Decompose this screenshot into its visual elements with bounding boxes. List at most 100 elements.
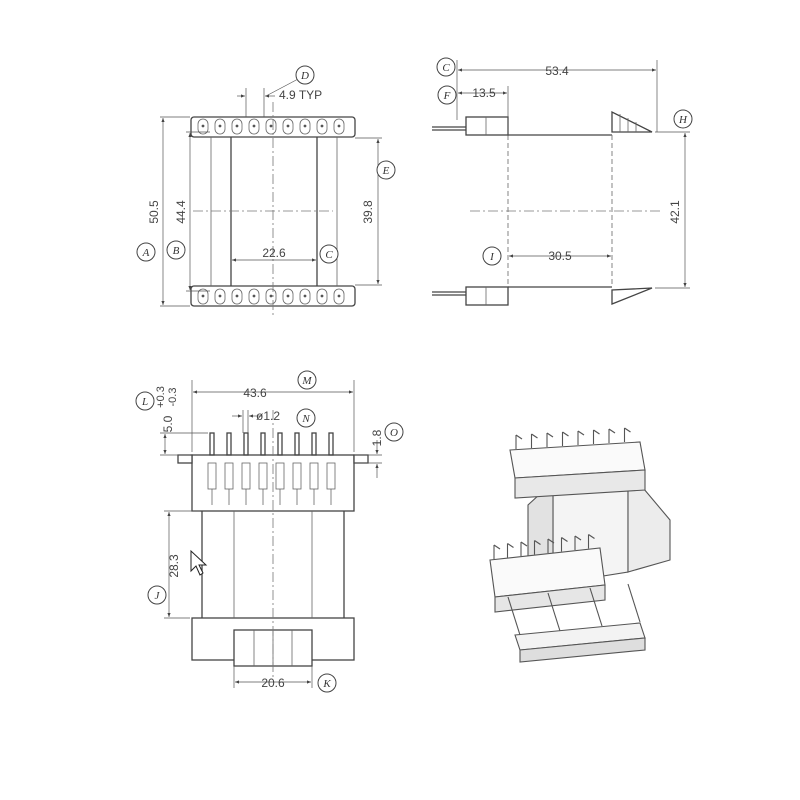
pin — [311, 432, 317, 456]
iso-pin-tip — [593, 429, 600, 435]
dim-pin-offset: 13.5 — [472, 86, 496, 100]
svg-text:O: O — [390, 427, 398, 439]
iso-pin-tip — [531, 433, 538, 439]
pin-hole — [201, 124, 205, 128]
pin-hole — [337, 294, 341, 298]
dim-pin-standoff: 1.8 — [370, 429, 384, 446]
svg-text:N: N — [301, 413, 310, 425]
isometric-pins-bottom — [493, 534, 595, 559]
pin — [209, 432, 215, 456]
iso-pin-tip — [547, 538, 555, 544]
dim-pin-pitch-note: TYP — [299, 88, 322, 102]
top-view: 50.5 44.4 22.6 39.8 4.9 TYP — [147, 77, 382, 318]
pin — [243, 432, 249, 456]
dim-body-height: 28.3 — [167, 554, 181, 578]
iso-pin-tip — [562, 431, 569, 437]
dim-core-length: 30.5 — [548, 249, 572, 263]
dim-pin-diameter: ø1.2 — [256, 409, 280, 423]
callout-n: N — [296, 408, 316, 428]
callout-h: H — [673, 109, 693, 129]
pin-slot — [316, 118, 328, 135]
front-view-pins — [207, 432, 336, 505]
pin-hole — [320, 294, 324, 298]
pin-hole — [320, 124, 324, 128]
top-view-pin-slots-top — [197, 118, 345, 135]
iso-pin-tip — [561, 537, 568, 542]
pin-hole — [252, 124, 256, 128]
pin-hole — [286, 124, 290, 128]
dim-window-height: 39.8 — [361, 200, 375, 224]
dim-base-height: 5.0 — [161, 415, 175, 432]
svg-text:D: D — [300, 70, 309, 82]
iso-pin-tip — [588, 534, 595, 539]
callout-e: E — [376, 160, 396, 180]
dim-pin-pitch: 4.9 — [279, 88, 296, 102]
callout-c-top-view: C — [319, 244, 339, 264]
callout-f: F — [437, 85, 457, 105]
isometric-view — [489, 427, 671, 663]
callout-a: A — [136, 242, 156, 262]
iso-pin-tip — [507, 543, 514, 548]
dim-overall-height: 50.5 — [147, 200, 161, 224]
pin-slot — [299, 288, 311, 305]
callout-i: I — [482, 246, 502, 266]
pin-slot — [265, 118, 277, 135]
pin-slot — [197, 288, 209, 305]
pin-hole — [218, 124, 222, 128]
pin-hole — [286, 294, 290, 298]
pin-hole — [269, 294, 273, 298]
pin-slot — [231, 288, 243, 305]
iso-pin-tip — [493, 544, 501, 550]
svg-text:K: K — [322, 678, 331, 690]
dim-base-height-tol-plus: +0.3 — [155, 386, 167, 408]
pin-hole — [235, 124, 239, 128]
front-view: 43.6 ø1.2 5.0 +0.3 -0.3 1.8 28.3 20.6 — [155, 380, 384, 690]
dim-core-width: 22.6 — [262, 246, 286, 260]
svg-text:E: E — [382, 165, 390, 177]
pin-slot — [333, 288, 345, 305]
dim-base-width: 43.6 — [243, 386, 267, 400]
pin-slot — [282, 118, 294, 135]
svg-text:H: H — [678, 114, 688, 126]
svg-text:M: M — [301, 375, 312, 387]
dim-base-height-tol-minus: -0.3 — [167, 388, 179, 407]
dim-flange-span: 44.4 — [174, 200, 188, 224]
pin-slot — [248, 288, 260, 305]
pin-hole — [337, 124, 341, 128]
iso-pin-tip — [608, 428, 616, 434]
callout-j: J — [147, 585, 167, 605]
iso-pin-tip — [515, 434, 523, 440]
dim-slot-width: 20.6 — [261, 676, 285, 690]
svg-text:A: A — [142, 247, 150, 259]
mouse-pointer-icon — [190, 549, 208, 576]
pin-hole — [218, 294, 222, 298]
pin-hole — [269, 124, 273, 128]
pin-hole — [235, 294, 239, 298]
pin-slot — [248, 118, 260, 135]
pin-slot — [265, 288, 277, 305]
pin — [226, 432, 232, 456]
pin — [294, 432, 300, 456]
pin-slot — [299, 118, 311, 135]
callout-k: K — [317, 673, 337, 693]
pin — [277, 432, 283, 456]
pin-slot — [214, 288, 226, 305]
iso-pin-tip — [624, 427, 631, 433]
iso-pin-tip — [577, 430, 585, 436]
pin-slot — [231, 118, 243, 135]
pin-slot — [333, 118, 345, 135]
pin-hole — [303, 294, 307, 298]
pin — [260, 432, 266, 456]
svg-text:4.9 TYP: 4.9 TYP — [279, 88, 322, 102]
pin-hole — [303, 124, 307, 128]
svg-text:F: F — [443, 90, 451, 102]
svg-text:C: C — [442, 62, 450, 74]
pin-slot — [316, 288, 328, 305]
svg-text:C: C — [325, 249, 333, 261]
svg-text:L: L — [141, 396, 148, 408]
pin-hole — [252, 294, 256, 298]
svg-text:I: I — [489, 251, 495, 263]
callout-d: D — [295, 65, 315, 85]
callout-c-side-view: C — [436, 57, 456, 77]
svg-text:J: J — [155, 590, 161, 602]
